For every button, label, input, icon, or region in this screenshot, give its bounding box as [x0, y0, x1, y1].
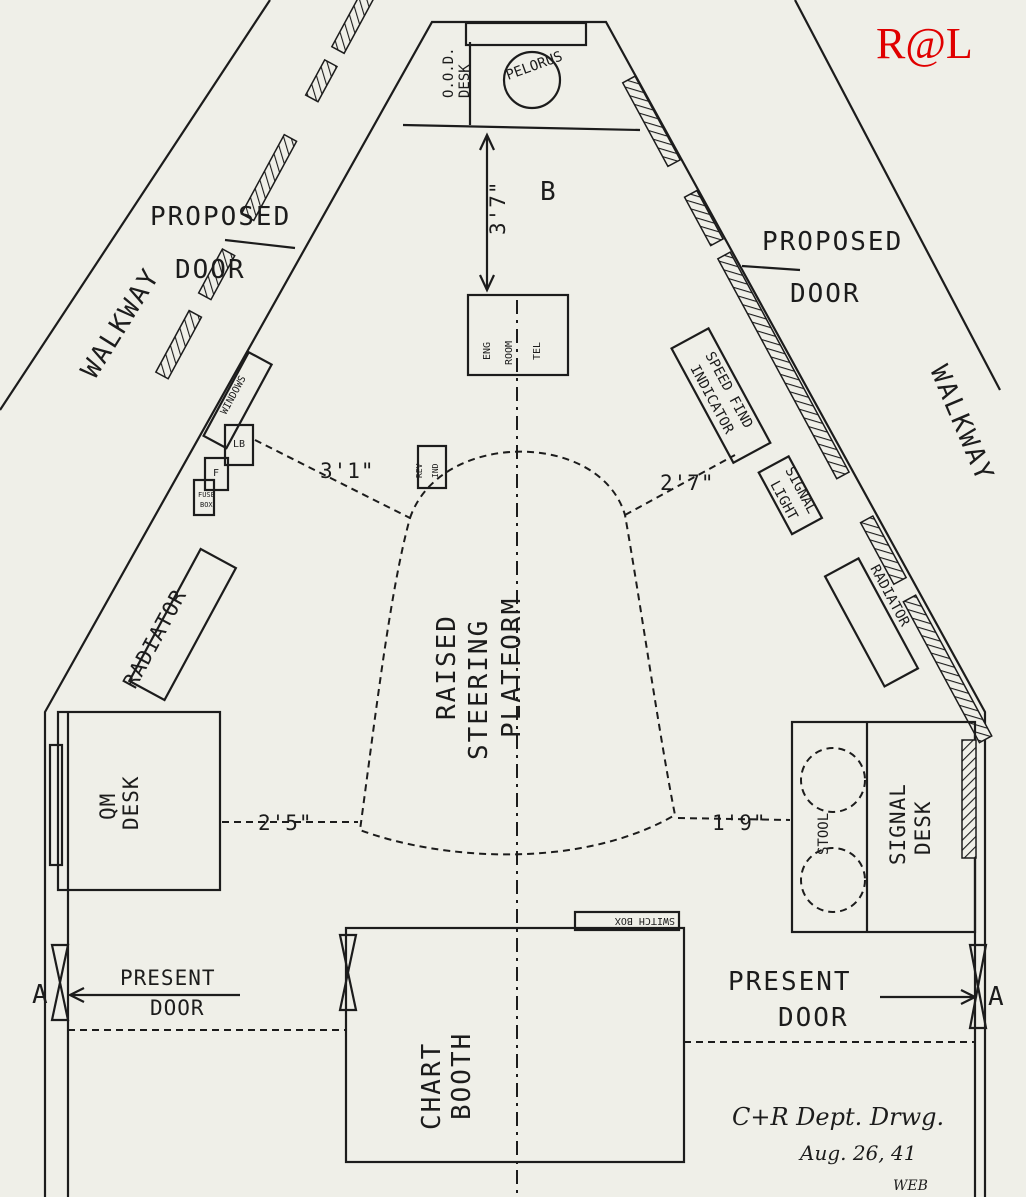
signal-desk-label-1: SIGNAL	[886, 783, 910, 865]
point-a-left: A	[32, 980, 50, 1010]
eng-room-tel-label-2: ROOM	[504, 341, 515, 365]
present-door-left-1: PRESENT	[120, 966, 216, 990]
rev-ind-label-2: IND	[431, 463, 440, 478]
ood-desk-top-box	[464, 21, 588, 47]
proposed-door-arrow-left	[224, 238, 296, 250]
walkway-left-edge	[0, 0, 271, 411]
stool-upper	[800, 747, 866, 813]
dim-arrow-down	[479, 274, 495, 293]
switch-box-label: SWITCH BOX	[615, 915, 675, 926]
signal-light-box	[757, 454, 824, 536]
dim-2-5-label: 2'5"	[258, 811, 313, 835]
point-a-right: A	[988, 982, 1006, 1012]
wall-hatch-left	[154, 0, 455, 380]
hinge-left	[50, 943, 70, 1022]
dim-1-9-label: 1'9"	[712, 811, 767, 835]
f-label: F	[213, 468, 219, 479]
windows-box	[202, 350, 274, 450]
fuse-box	[192, 478, 216, 517]
proposed-door-right-2: DOOR	[790, 279, 861, 309]
present-door-right-1: PRESENT	[728, 967, 852, 997]
chart-booth-label-1: CHART	[417, 1042, 447, 1130]
rev-ind-label-1: REV	[415, 463, 424, 478]
dim-3-7-label: 3'7"	[486, 180, 510, 235]
fuse-box-label-2: BOX	[200, 501, 213, 509]
dim-line-2-7	[624, 454, 736, 516]
dim-3-1-label: 3'1"	[320, 459, 375, 483]
lb-label: LB	[233, 439, 245, 450]
platform-label-1: RAISED	[432, 614, 462, 720]
radiator-left-label: RADIATOR	[118, 585, 191, 692]
speed-find-box	[670, 326, 772, 465]
radiator-left-box	[127, 547, 238, 702]
qm-desk-box	[56, 710, 222, 892]
present-door-left-2: DOOR	[150, 996, 205, 1020]
eng-room-tel-label-3: TEL	[532, 342, 543, 360]
fuse-box-label-1: FUSE	[198, 491, 215, 499]
credit-line-3: WEB	[893, 1178, 928, 1194]
dim-2-7-label: 2'7"	[660, 471, 715, 495]
walkway-right-edge	[794, 0, 1001, 391]
qm-desk-label-1: QM	[96, 793, 120, 820]
platform-label-3: PLATFORM	[497, 597, 527, 738]
rev-ind-box	[416, 444, 448, 490]
logo: R@L	[876, 19, 973, 68]
present-door-right-2: DOOR	[778, 1003, 849, 1033]
dim-line-1-9	[677, 817, 791, 821]
ood-desk-front	[402, 123, 641, 132]
signal-desk-hatch	[961, 739, 977, 859]
qm-desk-label-2: DESK	[119, 775, 143, 830]
lb-box	[223, 423, 255, 467]
hinge-right	[968, 943, 988, 1030]
hinge-center	[338, 933, 358, 1012]
credit-line-1: C+R Dept. Drwg.	[732, 1103, 944, 1131]
proposed-door-left-1: PROPOSED	[150, 202, 291, 232]
proposed-door-right-1: PROPOSED	[762, 227, 903, 257]
qm-desk-edge	[48, 743, 64, 867]
chart-booth-box	[344, 926, 686, 1164]
f-box	[203, 456, 230, 492]
switch-box-rect	[573, 910, 681, 932]
signal-desk-label-2: DESK	[911, 800, 935, 855]
point-b-label: B	[540, 177, 558, 207]
pelorus-circle	[502, 50, 562, 110]
dim-line-3-1	[254, 439, 411, 519]
ood-desk-label-1: O.O.D.	[441, 47, 457, 98]
arrow-head-left	[67, 987, 85, 1003]
eng-room-tel-label-1: ENG	[482, 342, 493, 360]
dim-arrow-up	[479, 132, 495, 151]
ood-desk-label-2: DESK	[457, 64, 473, 98]
stool-lower	[800, 847, 866, 913]
chart-booth-label-2: BOOTH	[447, 1032, 477, 1120]
stool-label: STOOL	[816, 813, 832, 855]
walkway-right-label: WALKWAY	[924, 361, 1000, 486]
radiator-right-box	[823, 556, 920, 688]
walkway-left-label: WALKWAY	[75, 263, 166, 384]
proposed-door-arrow-right	[741, 264, 801, 272]
proposed-door-left-2: DOOR	[175, 255, 246, 285]
credit-line-2: Aug. 26, 41	[798, 1141, 916, 1165]
eng-room-tel-box	[466, 293, 570, 377]
pelorus-label: PELORUS	[504, 49, 565, 84]
steering-platform-outline	[358, 450, 677, 856]
wall-hatch-right	[621, 75, 993, 744]
platform-label-2: STEERING	[464, 619, 494, 760]
